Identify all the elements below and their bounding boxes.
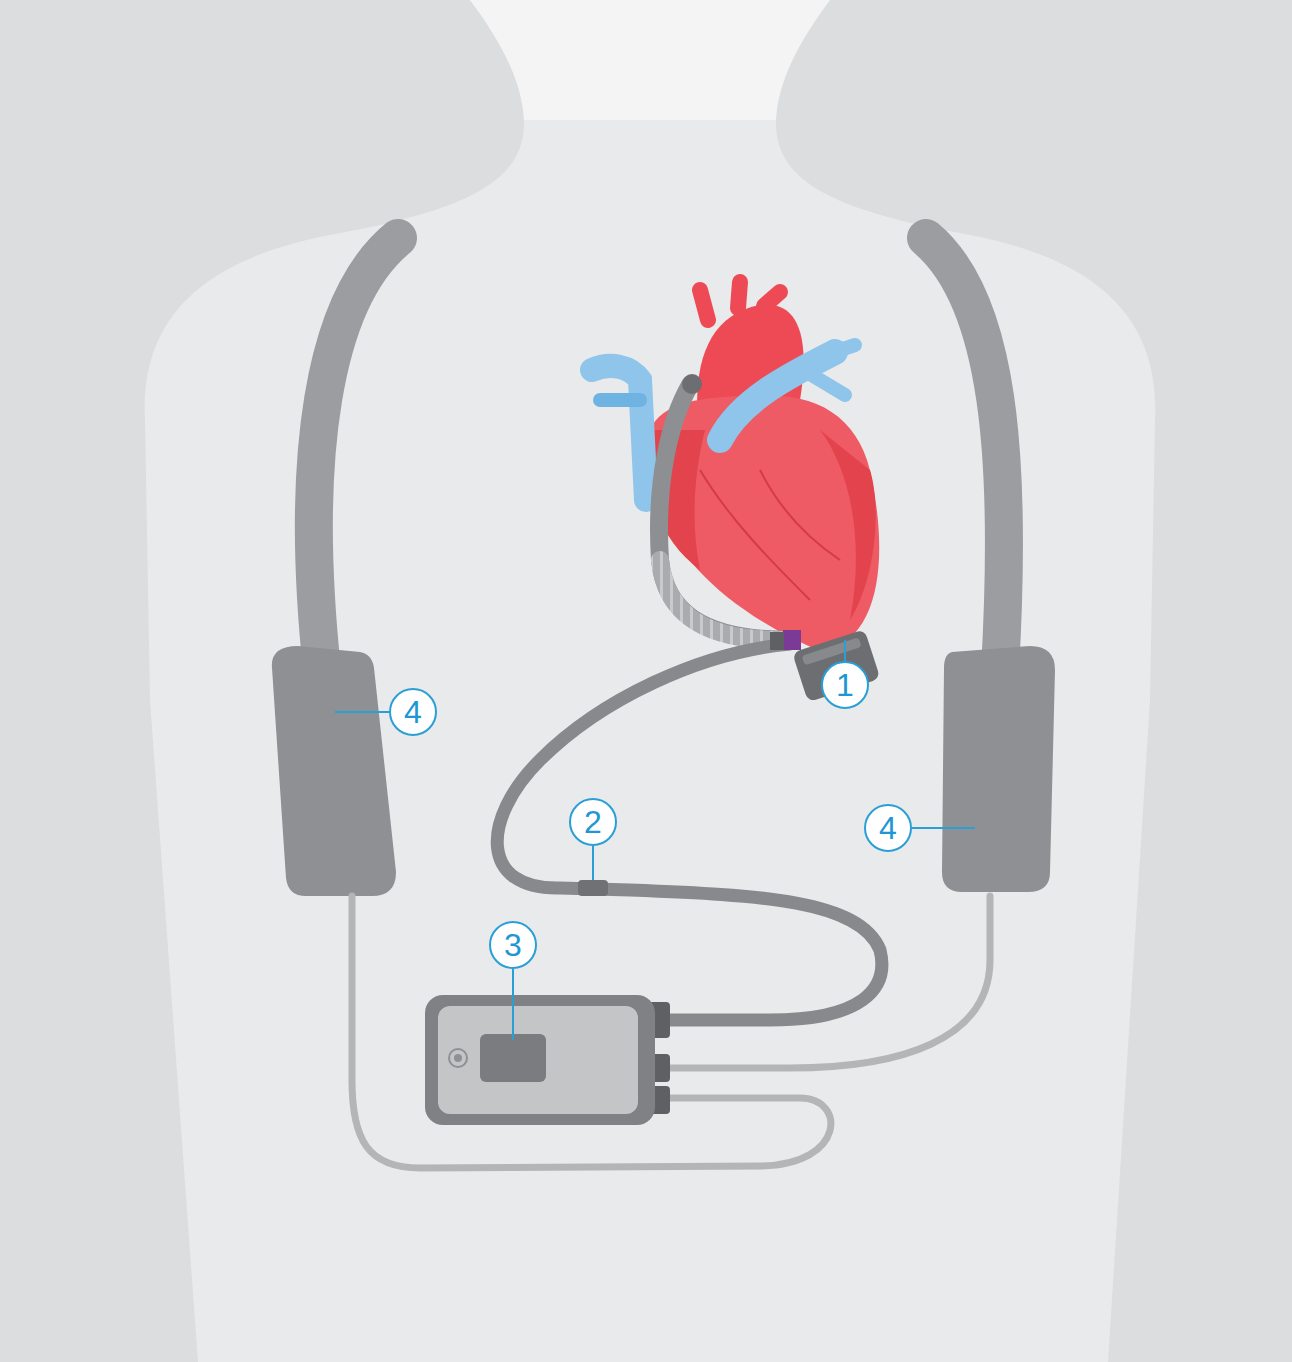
battery-pad-part — [272, 646, 396, 896]
callout-number: 1 — [821, 661, 869, 709]
controller-part — [454, 1054, 462, 1062]
outflow-graft — [659, 374, 790, 640]
callout-number: 4 — [864, 804, 912, 852]
callout-number: 4 — [389, 688, 437, 736]
driveline-part — [497, 644, 882, 1020]
heart-part — [700, 470, 840, 600]
outflow-graft-part — [660, 560, 780, 640]
heart-part — [700, 282, 780, 320]
leader-line-part — [912, 827, 975, 829]
controller-part — [449, 1049, 467, 1067]
pump-part-part — [802, 637, 862, 665]
harness-strap — [314, 238, 1004, 670]
controller-part — [480, 1034, 546, 1082]
driveline — [497, 644, 882, 1020]
heart-part — [820, 430, 876, 620]
driveline-part — [578, 880, 608, 896]
callout-number: 3 — [489, 921, 537, 969]
leader-line-part — [335, 711, 389, 713]
heart — [592, 282, 879, 652]
controller-part — [438, 1006, 638, 1114]
harness-strap-part — [926, 238, 1004, 670]
pump-part — [770, 632, 784, 650]
outflow-graft-part — [659, 385, 790, 640]
leader-line-part — [512, 969, 514, 1040]
outflow-graft-part — [682, 374, 702, 394]
leader-line — [335, 640, 975, 1040]
leader-line-part — [844, 640, 846, 661]
callout-number: 2 — [569, 798, 617, 846]
battery-pad-part — [942, 646, 1055, 892]
leader-line-part — [592, 846, 594, 880]
power-cable-part — [352, 896, 831, 1168]
power-cable — [352, 896, 990, 1168]
controller-part — [425, 995, 655, 1125]
harness-strap-part — [314, 238, 398, 670]
controller — [425, 995, 670, 1125]
heart-part — [600, 393, 640, 407]
power-cable-part — [655, 896, 990, 1068]
heart-part — [720, 352, 835, 440]
pump-part — [783, 630, 801, 650]
body-silhouette-part — [470, 0, 830, 120]
body-silhouette-part — [145, 0, 1156, 1362]
heart-part — [592, 366, 646, 500]
heart-part — [800, 345, 855, 395]
